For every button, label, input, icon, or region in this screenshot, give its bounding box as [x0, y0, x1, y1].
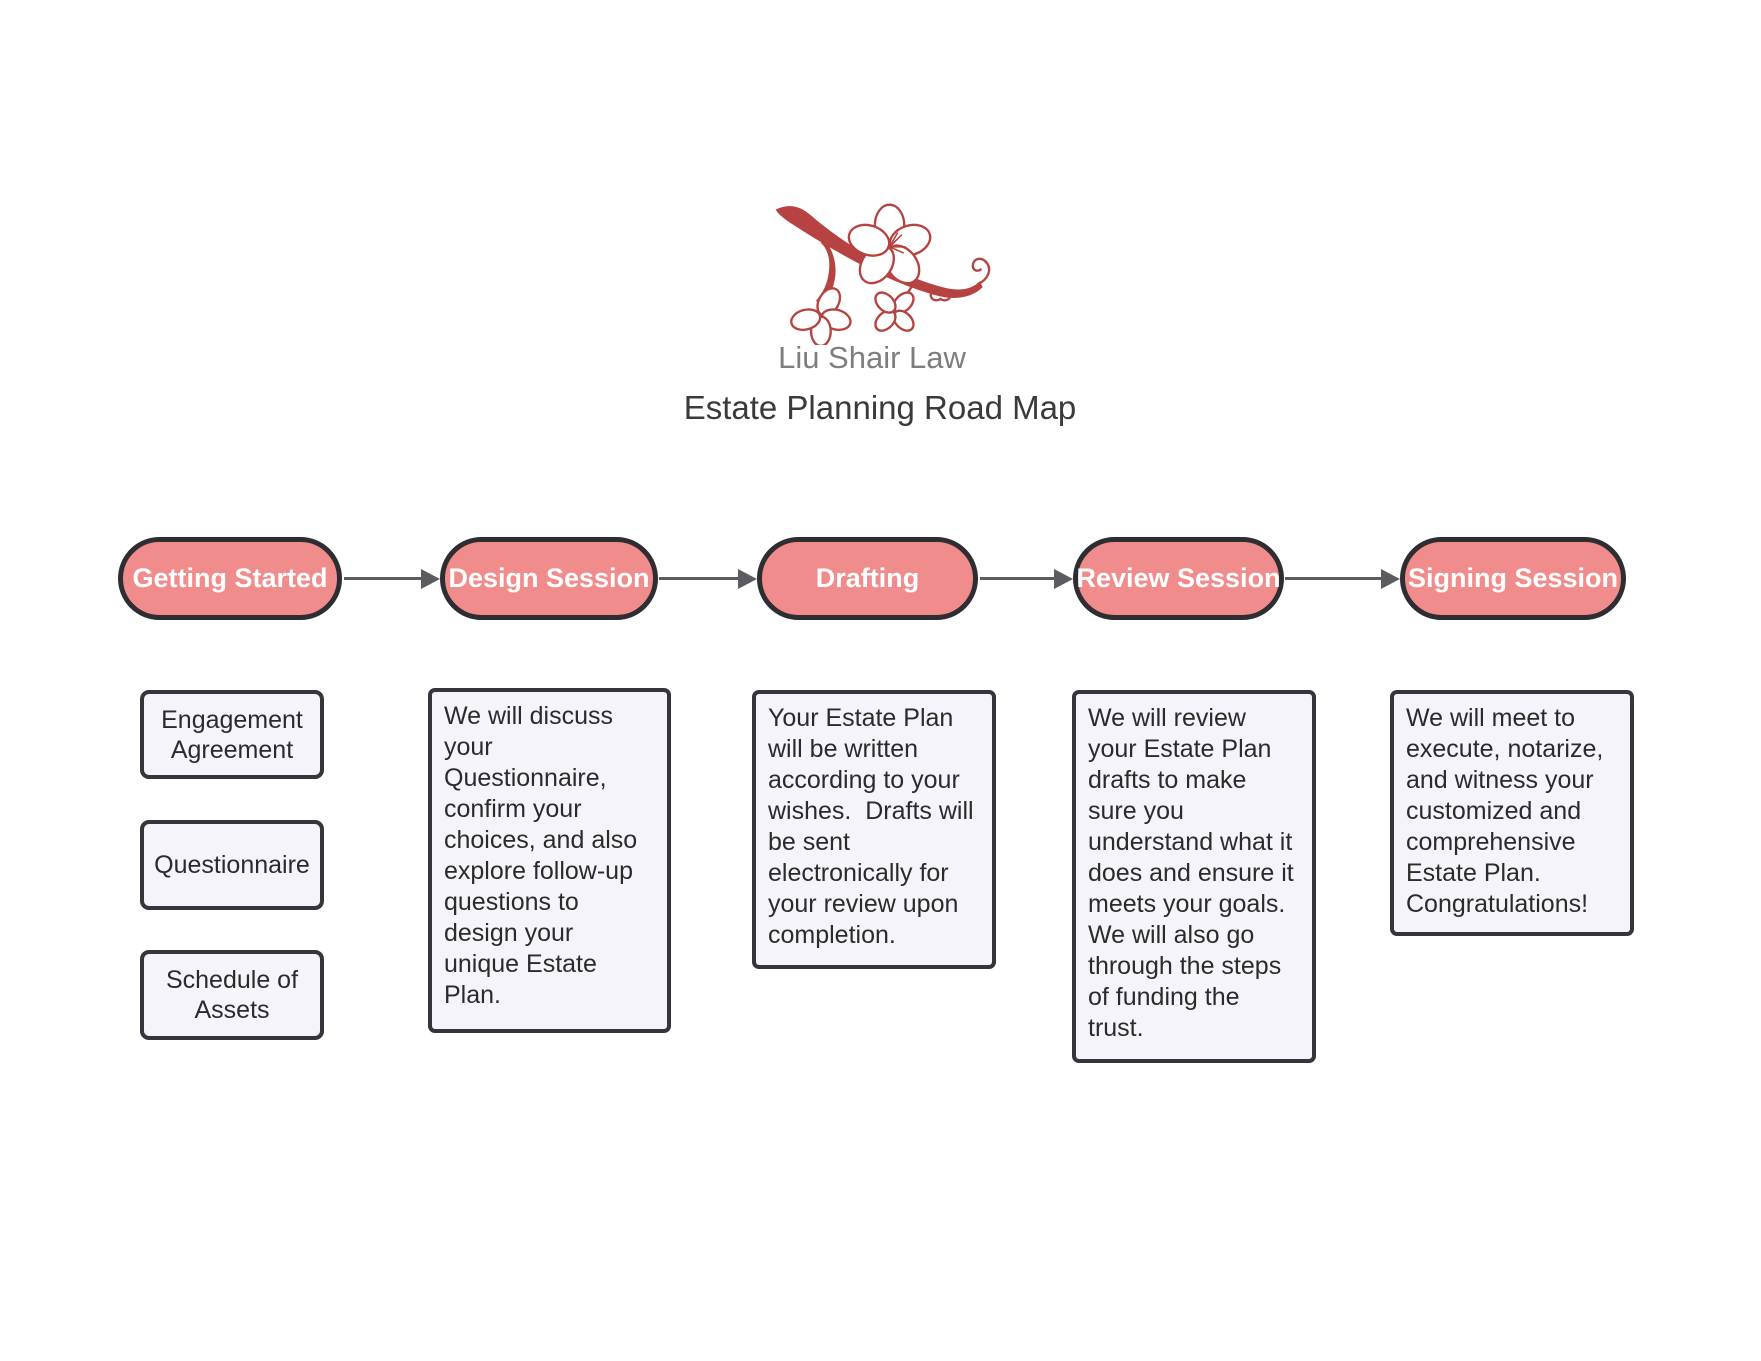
- cherry-blossom-branch-icon: [775, 203, 991, 345]
- item-box-questionnaire: Questionnaire: [140, 820, 324, 910]
- flow-arrow-icon: [1285, 568, 1400, 589]
- stage-pill-review-session: Review Session: [1073, 537, 1284, 620]
- item-box-schedule-of-assets: Schedule of Assets: [140, 950, 324, 1040]
- stage-pill-drafting: Drafting: [757, 537, 978, 620]
- stage-label: Getting Started: [132, 563, 328, 593]
- stage-pill-getting-started: Getting Started: [118, 537, 342, 620]
- stage-pill-design-session: Design Session: [440, 537, 658, 620]
- flow-arrow-icon: [659, 568, 757, 589]
- stage-label: Drafting: [815, 563, 920, 593]
- brand-name: Liu Shair Law: [778, 340, 966, 375]
- description-drafting: Your Estate Plan will be written accordi…: [752, 690, 996, 969]
- description-signing-session: We will meet to execute, notarize, and w…: [1390, 690, 1634, 936]
- page-title: Estate Planning Road Map: [683, 389, 1077, 426]
- item-box-engagement-agreement: Engagement Agreement: [140, 690, 324, 779]
- description-design-session: We will discuss your Questionnaire, conf…: [428, 688, 671, 1033]
- stage-label: Signing Session: [1407, 563, 1619, 593]
- stage-label: Review Session: [1076, 563, 1281, 593]
- flow-arrow-icon: [344, 568, 440, 589]
- description-review-session: We will review your Estate Plan drafts t…: [1072, 690, 1316, 1063]
- flow-arrow-icon: [980, 568, 1073, 589]
- stage-pill-signing-session: Signing Session: [1400, 537, 1626, 620]
- stage-label: Design Session: [448, 563, 650, 593]
